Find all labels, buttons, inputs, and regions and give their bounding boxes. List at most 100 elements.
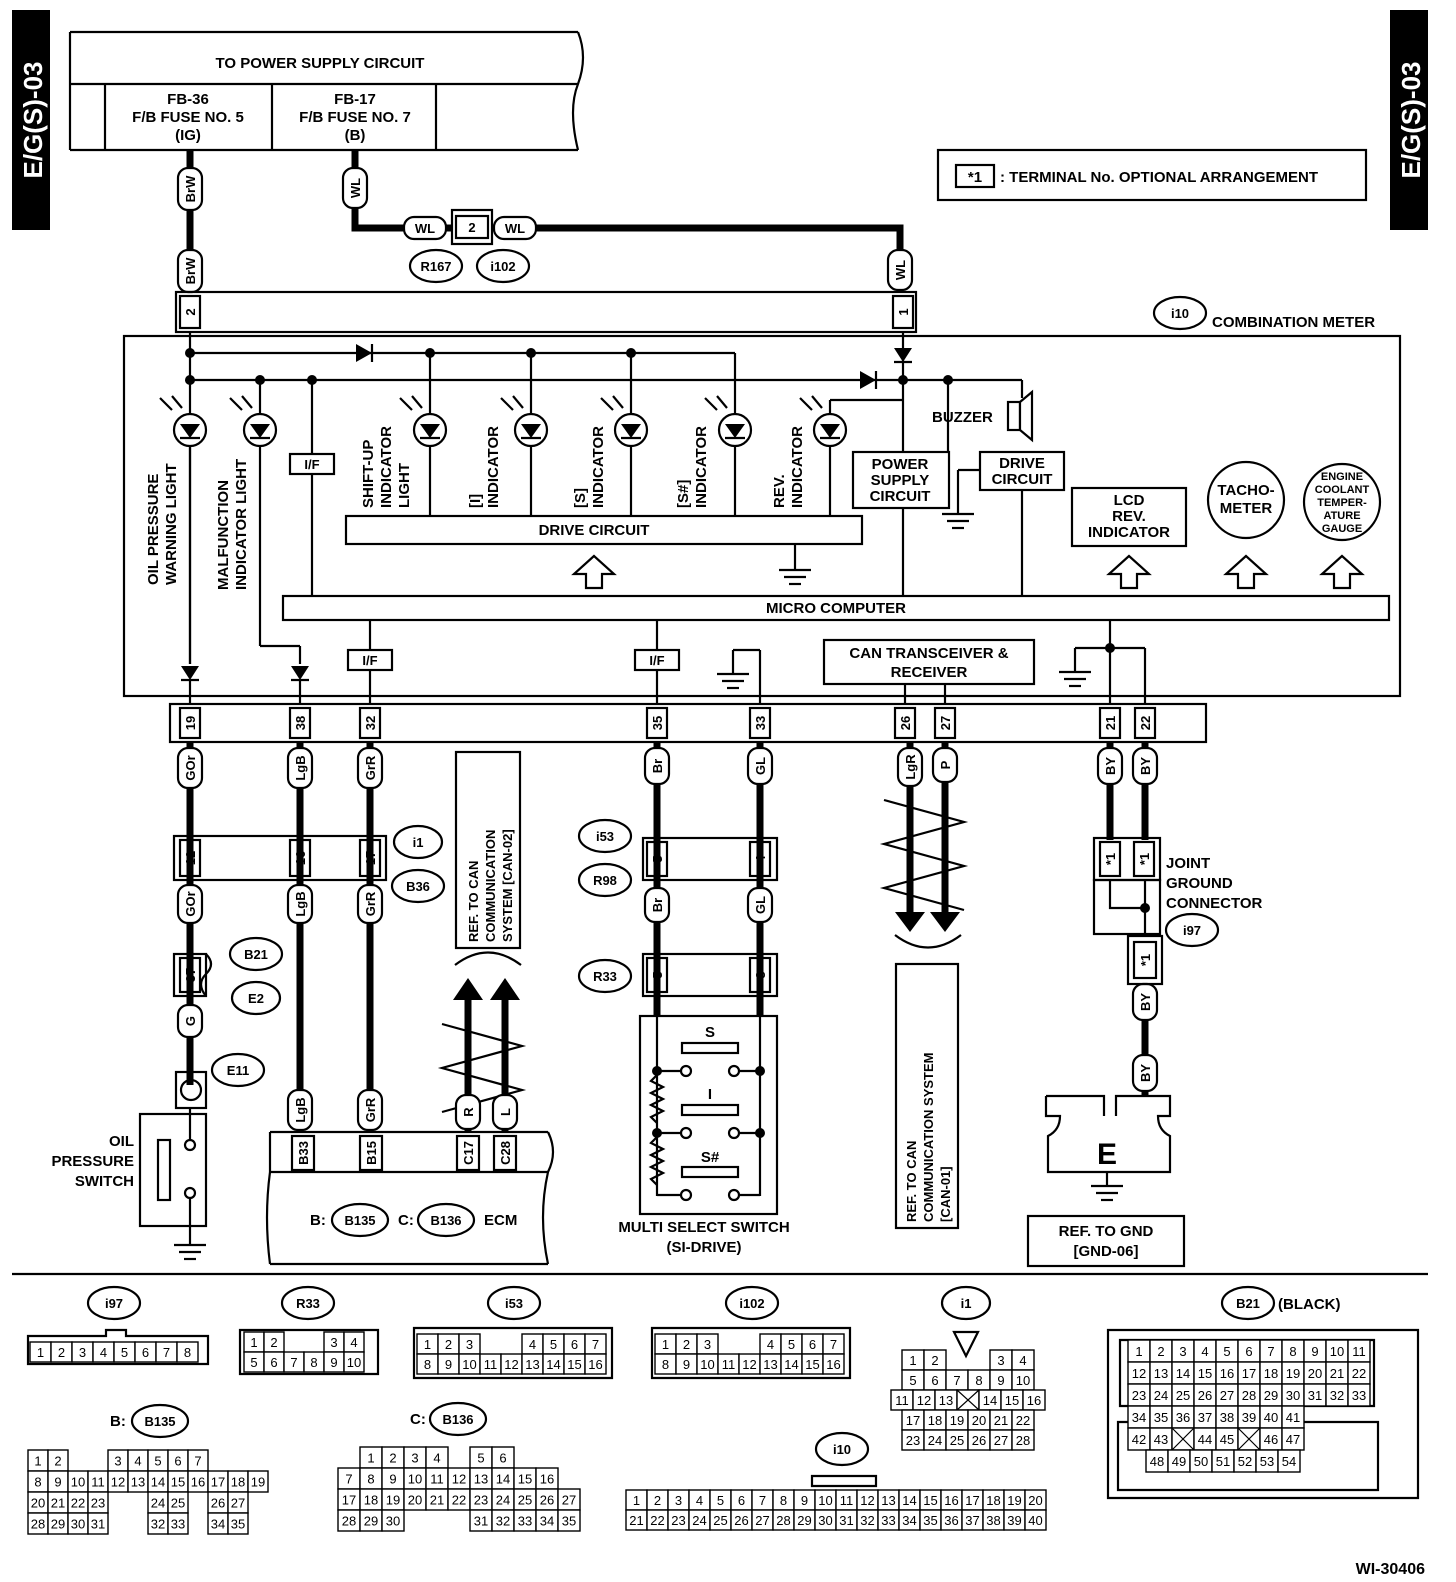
pin-number: 1 (37, 1345, 44, 1360)
connector-pin-cell (227, 1512, 249, 1535)
svg-text:B15: B15 (364, 1141, 379, 1165)
svg-text:DRIVE: DRIVE (999, 455, 1045, 472)
svg-text:4: 4 (753, 855, 768, 863)
pin-number: 15 (805, 1357, 819, 1372)
svg-text:TACHO-: TACHO- (1217, 482, 1274, 499)
svg-text:MICRO COMPUTER: MICRO COMPUTER (766, 600, 906, 617)
led-lamps[interactable] (159, 395, 848, 448)
pin-number: 2 (1157, 1344, 1164, 1359)
svg-text:MULTI SELECT SWITCH: MULTI SELECT SWITCH (618, 1219, 789, 1236)
svg-text:GrR: GrR (363, 1097, 378, 1122)
svg-text:38: 38 (293, 716, 308, 730)
svg-text:S#: S# (701, 1149, 720, 1166)
pin-number: 49 (1172, 1454, 1186, 1469)
connector-pin-cell (557, 1509, 581, 1532)
svg-text:E/G(S)-03: E/G(S)-03 (18, 61, 48, 178)
svg-text:REV.: REV. (1112, 508, 1146, 525)
pin-number: 7 (290, 1355, 297, 1370)
multi-select-switch[interactable]: S I S# MULTI SELECT SWITCH (SI-DRIVE) (618, 1014, 790, 1256)
pin-number: 10 (1330, 1344, 1344, 1359)
upper-wires (186, 150, 904, 292)
ecm-block: B33 B15 C17 C28 B: B135 C: B136 ECM (265, 1130, 555, 1266)
pin-number: 16 (540, 1472, 554, 1487)
legend: *1 : TERMINAL No. OPTIONAL ARRANGEMENT (936, 148, 1368, 202)
connector-i10-tag (1152, 295, 1208, 331)
pin-number: 2 (654, 1493, 661, 1508)
pin-number: 36 (1176, 1410, 1190, 1425)
pin-number: 18 (231, 1475, 245, 1490)
side-tab-right: E/G(S)-03 (1390, 10, 1428, 230)
pin-number: 28 (1016, 1433, 1030, 1448)
pin-number: 23 (91, 1496, 105, 1511)
svg-text:E: E (1097, 1138, 1117, 1171)
pin-number: 7 (830, 1337, 837, 1352)
pin-number: 33 (881, 1513, 895, 1528)
svg-text:L: L (498, 1108, 513, 1116)
svg-text:Br: Br (650, 898, 665, 912)
svg-text:GAUGE: GAUGE (1322, 523, 1362, 535)
svg-text:WL: WL (893, 260, 908, 280)
pin-number: 1 (633, 1493, 640, 1508)
svg-text:[GND-06]: [GND-06] (1073, 1243, 1138, 1260)
svg-text:35: 35 (650, 716, 665, 730)
svg-text:(B): (B) (345, 127, 366, 144)
pin-number: 30 (818, 1513, 832, 1528)
lamp-oil-pressure[interactable] (159, 395, 208, 448)
power-supply-circuit-block: POWER SUPPLY CIRCUIT (851, 450, 951, 510)
lamp-s-indicator[interactable] (600, 395, 649, 448)
pin-number: 48 (1150, 1454, 1164, 1469)
svg-text:B21: B21 (1236, 1296, 1260, 1311)
pin-number: 9 (1311, 1344, 1318, 1359)
lamp-s-sharp-indicator[interactable] (704, 395, 753, 448)
lamp-rev-indicator[interactable] (799, 395, 848, 448)
lamp-malfunction[interactable] (229, 395, 278, 448)
svg-text:WL: WL (505, 221, 525, 236)
joint-ground-connector: *1 *1 *1 JOINT GROUND CONNECTOR i97 (1092, 836, 1263, 986)
pin-number: 8 (34, 1475, 41, 1490)
svg-text:i102: i102 (490, 259, 515, 274)
pin-number: 24 (928, 1433, 942, 1448)
pin-number: 11 (91, 1475, 105, 1490)
svg-text:R33: R33 (593, 969, 617, 984)
pin-number: 19 (1007, 1493, 1021, 1508)
pin-number: 4 (433, 1451, 440, 1466)
pin-number: 24 (692, 1513, 706, 1528)
pin-number: 5 (1223, 1344, 1230, 1359)
svg-text:[I]INDICATOR: [I]INDICATOR (467, 426, 502, 508)
lamp-i-indicator[interactable] (500, 395, 549, 448)
pin-number: 32 (151, 1517, 165, 1532)
pin-number: 26 (972, 1433, 986, 1448)
pin-number: 11 (484, 1357, 498, 1372)
svg-text:DRIVE CIRCUIT: DRIVE CIRCUIT (539, 522, 650, 539)
svg-text:REF. TO GND: REF. TO GND (1059, 1223, 1154, 1240)
pin-number: 24 (1154, 1388, 1168, 1403)
pin-number: 21 (1330, 1366, 1344, 1381)
lamp-shift-up[interactable] (399, 395, 448, 448)
svg-text:LgB: LgB (293, 1097, 308, 1122)
svg-text:8: 8 (753, 971, 768, 978)
pin-number: 3 (114, 1454, 121, 1469)
pin-number: 19 (1286, 1366, 1300, 1381)
pin-number: 50 (1194, 1454, 1208, 1469)
pin-number: 2 (931, 1353, 938, 1368)
svg-text:SWITCH: SWITCH (75, 1173, 134, 1190)
pin-number: 11 (1352, 1344, 1366, 1359)
pin-number: 4 (767, 1337, 774, 1352)
svg-text:B36: B36 (406, 879, 430, 894)
pin-number: 2 (389, 1451, 396, 1466)
pin-number: 31 (1308, 1388, 1322, 1403)
svg-text:REV.INDICATOR: REV.INDICATOR (771, 426, 806, 508)
pin-number: 6 (931, 1373, 938, 1388)
svg-text:CIRCUIT: CIRCUIT (870, 488, 931, 505)
svg-text:32: 32 (363, 716, 378, 730)
pin-number: 44 (1198, 1432, 1212, 1447)
svg-text:GROUND: GROUND (1166, 875, 1233, 892)
face-view-labels: i97 R33 i53 i102 i1 B21 (BLACK) B: B135 … (86, 1285, 1340, 1467)
pin-number: 8 (975, 1373, 982, 1388)
svg-text:ENGINE: ENGINE (1321, 471, 1363, 483)
pin-number: 35 (562, 1514, 576, 1529)
svg-text:C:: C: (410, 1411, 426, 1428)
pin-number: 41 (1286, 1410, 1300, 1425)
pin-number: 3 (411, 1451, 418, 1466)
